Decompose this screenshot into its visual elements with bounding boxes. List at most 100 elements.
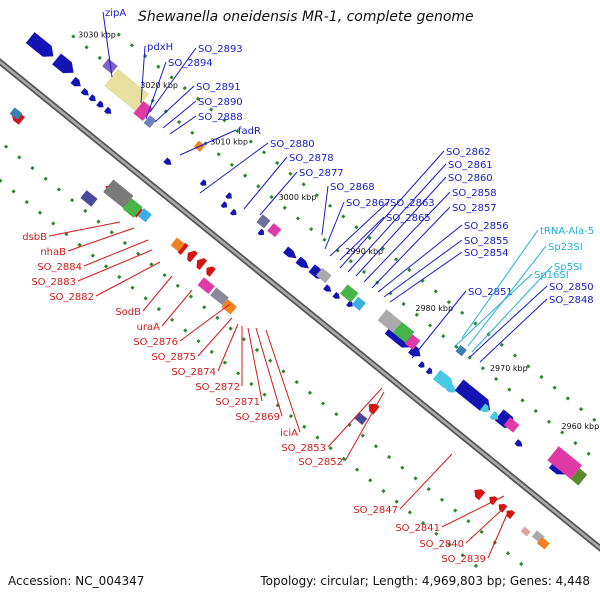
feature-block-8-shape xyxy=(210,287,229,306)
forward-gene-8 xyxy=(199,179,207,186)
reverse-gene-label-11: SO_2871 xyxy=(215,397,260,408)
rail-dot xyxy=(136,251,141,256)
reverse-gene-label-13-leader xyxy=(265,329,301,433)
rail-dot xyxy=(30,165,35,171)
forward-gene-2 xyxy=(70,76,81,87)
forward-gene-26 xyxy=(225,192,232,199)
feature-block-12 xyxy=(316,267,332,284)
rail-dot xyxy=(407,510,412,515)
feature-block-14 xyxy=(351,296,366,311)
rna-gene-1-shape xyxy=(445,383,456,393)
rail-dot xyxy=(254,347,260,353)
forward-gene-19-shape xyxy=(408,344,421,357)
rail-dot xyxy=(149,262,154,267)
feature-block-0-shape xyxy=(104,68,150,112)
rail-dot xyxy=(407,267,412,273)
reverse-gene-label-4-leader xyxy=(95,261,161,297)
rail-dot xyxy=(309,227,314,232)
rna-gene-label-0-leader xyxy=(461,229,539,339)
rail-dot xyxy=(565,396,570,401)
feature-block-7 xyxy=(197,277,215,294)
rail-dot xyxy=(3,144,9,149)
reverse-gene-label-16: SO_2847 xyxy=(353,505,398,516)
tick-label: 2990 kbp xyxy=(345,247,383,256)
rail-dot xyxy=(473,321,478,326)
forward-gene-8-shape xyxy=(199,179,207,186)
forward-gene-label-4-leader xyxy=(154,85,195,123)
forward-gene-5 xyxy=(96,100,104,108)
rail-dot xyxy=(235,128,240,134)
feature-block-20-shape xyxy=(570,468,588,486)
feature-block-26-shape xyxy=(455,344,467,357)
rail-dot xyxy=(122,240,128,246)
rail-dot xyxy=(175,283,180,288)
rail-dot xyxy=(129,43,135,48)
rail-dot xyxy=(368,478,373,483)
reverse-gene-label-2-leader xyxy=(83,239,149,267)
forward-gene-0-shape xyxy=(25,32,54,57)
rna-gene-1 xyxy=(445,383,456,393)
rail-dot xyxy=(439,497,445,502)
rail-dot xyxy=(426,486,431,492)
tick-label: 3030 kbp xyxy=(78,31,116,40)
forward-gene-label-5-leader xyxy=(162,100,197,129)
rail-dot xyxy=(294,379,299,385)
rail-dot xyxy=(578,407,584,412)
reverse-gene-label-9-leader xyxy=(217,323,239,372)
forward-gene-5-shape xyxy=(96,100,104,108)
rna-gene-2 xyxy=(480,403,489,413)
feature-block-19 xyxy=(547,446,582,480)
forward-gene-label-6: SO_2888 xyxy=(198,112,243,123)
rail-dot xyxy=(56,187,61,192)
rail-dot xyxy=(560,430,565,435)
rail-dot xyxy=(268,358,273,363)
rail-dot xyxy=(302,424,307,429)
reverse-gene-label-8-leader xyxy=(197,317,233,357)
reverse-gene-label-1-leader xyxy=(67,227,135,252)
rail-dot xyxy=(281,369,286,374)
rail-dot xyxy=(322,237,327,242)
rail-dot xyxy=(209,107,214,112)
forward-gene-label-24-leader xyxy=(469,285,548,358)
rail-dot xyxy=(222,118,227,123)
rail-dot xyxy=(546,419,552,424)
rail-dot xyxy=(341,214,346,219)
feature-block-5 xyxy=(137,208,152,223)
forward-gene-label-19: SO_2857 xyxy=(452,203,497,214)
rail-dot xyxy=(83,208,88,213)
forward-gene-22-shape xyxy=(454,379,491,411)
reverse-gene-10 xyxy=(474,489,486,501)
rail-dot xyxy=(261,150,267,155)
rail-dot xyxy=(222,360,228,365)
forward-gene-label-25-leader xyxy=(479,298,548,363)
feature-block-21 xyxy=(170,237,185,252)
forward-gene-label-6-leader xyxy=(169,115,197,135)
reverse-gene-8 xyxy=(206,266,216,277)
rail-dot xyxy=(526,364,531,369)
feature-block-10 xyxy=(256,214,271,229)
rail-dot xyxy=(394,257,399,262)
feature-block-24 xyxy=(9,107,23,120)
rail-dot xyxy=(143,296,148,301)
rail-dot xyxy=(327,203,333,208)
rail-dot xyxy=(414,312,419,317)
feature-block-8 xyxy=(210,287,229,306)
backbone-inner xyxy=(0,60,600,550)
forward-gene-label-18-leader xyxy=(363,191,451,283)
reverse-gene-label-14: SO_2853 xyxy=(281,443,326,454)
rail-dot xyxy=(249,381,254,387)
rna-gene-label-2: Sp16SI xyxy=(534,270,569,281)
rail-dot xyxy=(512,353,518,358)
feature-block-2-shape xyxy=(143,115,157,129)
reverse-gene-label-2: SO_2884 xyxy=(37,262,82,273)
reverse-gene-label-15-leader xyxy=(344,391,385,462)
forward-gene-label-2-leader xyxy=(149,47,197,113)
forward-gene-12 xyxy=(283,246,297,259)
forward-gene-label-11: SO_2868 xyxy=(330,182,375,193)
rail-dot xyxy=(84,45,89,50)
rail-dot xyxy=(307,390,312,395)
feature-block-3-shape xyxy=(103,179,134,209)
forward-gene-7 xyxy=(163,157,172,165)
